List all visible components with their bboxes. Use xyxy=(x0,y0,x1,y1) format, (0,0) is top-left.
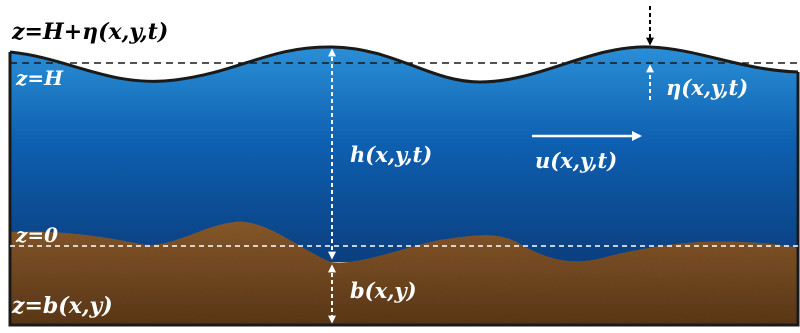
label-zero-level: z=0 xyxy=(15,223,58,247)
free-surface-line xyxy=(9,45,799,84)
label-top-surface: z=H+η(x,y,t) xyxy=(11,19,168,45)
label-mean-level: z=H xyxy=(15,66,64,90)
label-depth: h(x,y,t) xyxy=(350,142,432,167)
label-bathymetry: b(x,y) xyxy=(350,278,417,303)
label-bottom: z=b(x,y) xyxy=(11,293,113,319)
water-body xyxy=(10,46,798,262)
label-velocity: u(x,y,t) xyxy=(535,148,617,173)
domain-outline xyxy=(8,52,800,327)
label-perturbation: η(x,y,t) xyxy=(666,75,748,100)
seabed-ground xyxy=(10,221,798,325)
